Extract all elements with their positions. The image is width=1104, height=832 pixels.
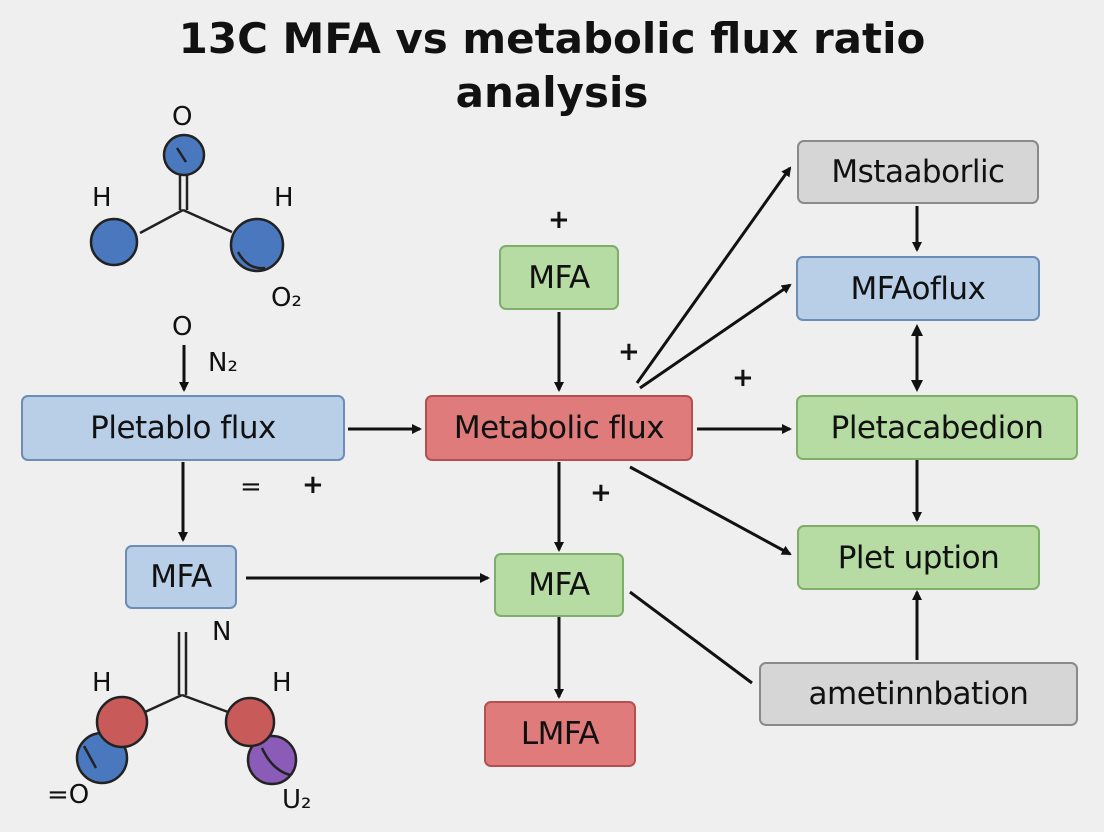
label-mol2-eq-o: =O [47, 780, 90, 810]
node-mfa-mid: MFA [494, 553, 624, 617]
node-pletacabedion: Pletacabedion [796, 395, 1078, 460]
node-mstaaborlic: Mstaaborlic [797, 140, 1039, 204]
label-arrow-o: O [172, 312, 193, 342]
node-mfa-left: MFA [125, 545, 237, 609]
molecule-top [89, 133, 285, 273]
label-mol2-n: N [212, 617, 232, 647]
label-plus-left: + [302, 470, 324, 500]
atom-o-top [162, 133, 206, 177]
arrow-metabolic-to-plet-uption [629, 465, 792, 556]
arrow-to-mstaaborlic [635, 166, 792, 384]
label-mol2-h-left: H [92, 668, 112, 698]
arrow-to-mfaoflux [639, 283, 792, 390]
label-mol1-h-right: H [274, 183, 294, 213]
label-mol2-h-right: H [272, 668, 292, 698]
atom-left-top [89, 217, 139, 267]
label-mol1-o: O [172, 102, 193, 132]
label-plus-top: + [548, 205, 570, 235]
node-lmfa: LMFA [484, 701, 636, 767]
node-ametinnbation: ametinnbation [759, 662, 1078, 726]
atom-red-right [224, 696, 276, 748]
label-plus-lower: + [590, 478, 612, 508]
atom-right-top [229, 217, 285, 273]
label-equals: = [240, 472, 262, 502]
label-plus-right: + [732, 363, 754, 393]
node-mfa-top: MFA [499, 245, 619, 310]
label-arrow-n2: N₂ [208, 348, 238, 378]
label-mol1-o2: O₂ [271, 283, 302, 313]
node-plet-uption: Plet uption [797, 525, 1040, 590]
node-metabolic-flux: Metabolic flux [425, 395, 693, 461]
diagram-title-line1: 13C MFA vs metabolic flux ratio [178, 14, 926, 63]
diagram-title-line2: analysis [455, 68, 649, 117]
molecule-bottom [75, 632, 298, 786]
label-mol2-u2: U₂ [282, 785, 312, 815]
node-mfaoflux: MFAoflux [796, 256, 1040, 321]
atom-red-left [95, 695, 149, 749]
label-plus-mid: + [618, 337, 640, 367]
label-mol1-h-left: H [92, 183, 112, 213]
line-mfa-mid-to-ametinnbation [629, 590, 753, 685]
node-pletablo-flux: Pletablo flux [21, 395, 345, 461]
